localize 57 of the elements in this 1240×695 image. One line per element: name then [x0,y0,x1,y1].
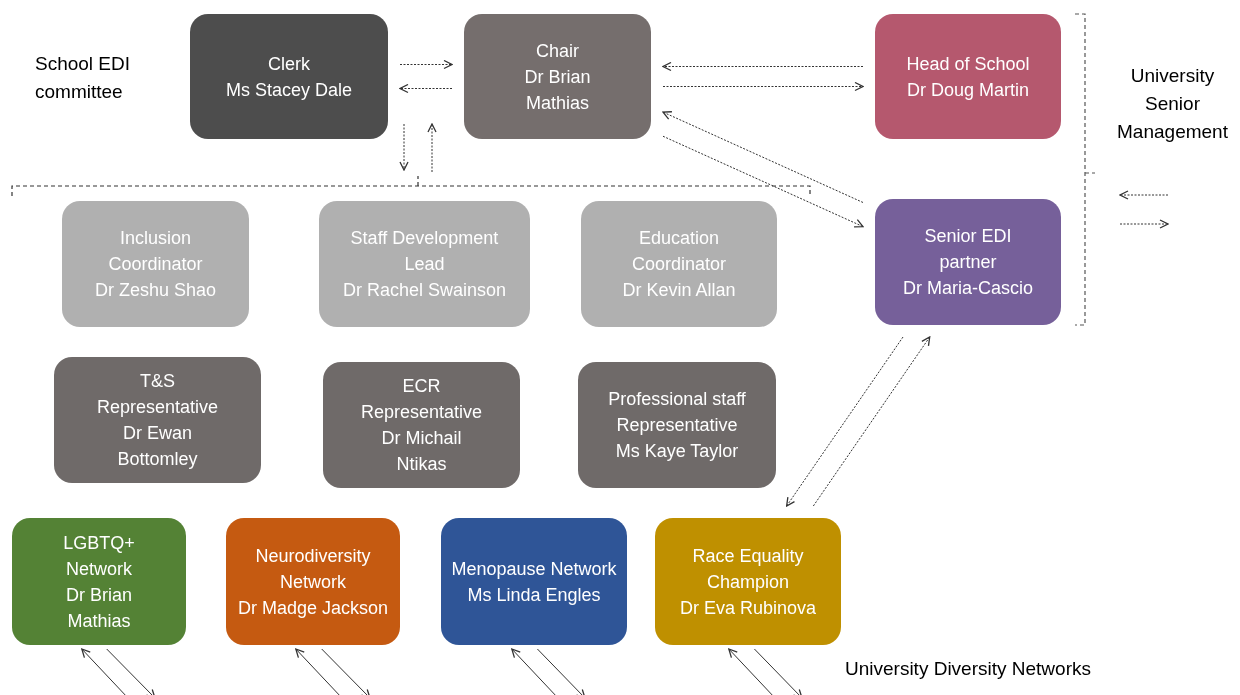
role-title: Professional staff Representative [607,388,747,437]
role-box [62,201,249,327]
role-title: Race Equality Champion [691,544,805,594]
person-name: Dr Zeshu Shao [94,279,217,302]
role-box [655,518,841,645]
role-title: Education Coordinator [630,227,728,276]
arrow [662,135,864,228]
person-name: Ms Kaye Taylor [615,440,739,463]
person-name: Dr Eva Rubinova [679,596,817,620]
role-box [464,14,651,139]
group-label: University Diversity Networks [845,657,1092,681]
role-box [441,518,627,645]
role-title: LGBTQ+ Network [62,531,136,581]
role-box [875,14,1061,139]
role-box [323,362,520,488]
group-label: University Senior Management [1116,64,1229,144]
arrow [786,336,904,507]
role-title: Menopause Network [451,557,617,581]
role-box [12,518,186,645]
group-label: School EDI committee [35,52,132,104]
person-name: Dr Michail Ntikas [380,427,463,476]
role-box [875,199,1061,325]
role-title: ECR Representative [359,375,484,424]
person-name: Dr Brian Mathias [65,583,133,633]
person-name: Dr Kevin Allan [622,279,736,302]
person-name: Dr Rachel Swainson [342,279,507,302]
role-box [578,362,776,488]
role-box [54,357,261,483]
person-name: Dr Maria-Cascio [903,277,1033,300]
role-box [190,14,388,139]
role-title: Senior EDI partner [923,225,1013,274]
arrow [399,59,453,70]
arrow [662,81,864,92]
arrow [753,648,803,695]
person-name: Ms Stacey Dale [225,78,352,102]
role-title: Staff Development Lead [349,227,500,276]
role-box [319,201,530,327]
person-name: Dr Brian Mathias [523,65,592,115]
person-name: Dr Ewan Bottomley [116,422,199,471]
role-title: Neurodiversity Network [254,544,372,594]
arrow [106,648,156,695]
arrow [321,648,371,695]
role-title: Head of School [906,52,1030,76]
role-title: Clerk [268,52,310,76]
arrow [536,648,586,695]
role-box [226,518,400,645]
arrow [662,111,864,203]
role-title: Inclusion Coordinator [107,227,204,276]
person-name: Dr Madge Jackson [237,596,389,620]
arrow [812,336,931,507]
role-title: Chair [536,39,579,63]
person-name: Ms Linda Engles [467,583,601,607]
role-box [581,201,777,327]
arrow [662,61,864,72]
person-name: Dr Doug Martin [906,78,1029,102]
arrow [399,83,453,94]
role-title: T&S Representative [96,370,219,419]
